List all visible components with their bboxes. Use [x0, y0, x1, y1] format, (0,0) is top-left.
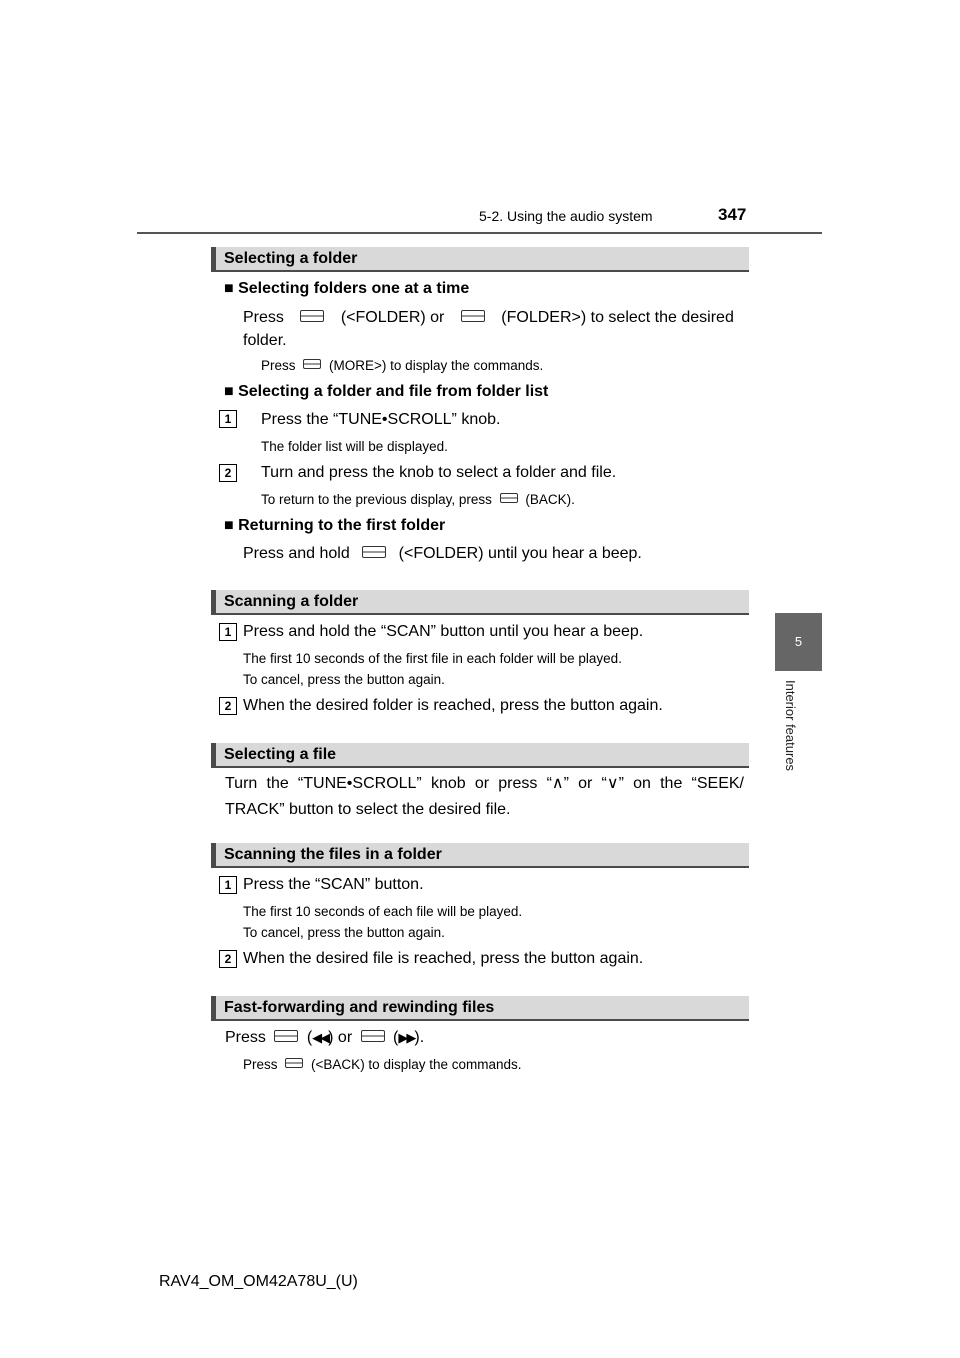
- paragraph-select-file: Turn the “TUNE•SCROLL” knob or press “∧”…: [225, 773, 744, 821]
- text-paren-close: ).: [414, 1029, 425, 1046]
- page-number: 347: [718, 205, 747, 224]
- note-text: (MORE>) to display the commands.: [329, 358, 544, 373]
- paragraph-folder-buttons: Press (<FOLDER) or (FOLDER>) to select t…: [243, 307, 745, 329]
- step-text: When the desired file is reached, press …: [243, 950, 644, 967]
- step-text: Press and hold the “SCAN” button until y…: [243, 623, 644, 640]
- subheading-text: Returning to the first folder: [238, 517, 446, 534]
- step-number: 2: [219, 464, 237, 482]
- paragraph-fast-forward: Press (◀◀) or (▶▶).: [225, 1027, 424, 1049]
- section-heading-scanning-folder: Scanning a folder: [211, 590, 749, 615]
- text-folder-beep: (<FOLDER) until you hear a beep.: [398, 545, 642, 562]
- note-more: Press (MORE>) to display the commands.: [261, 356, 543, 376]
- subheading-folder-list: ■ Selecting a folder and file from folde…: [224, 383, 549, 400]
- button-icon: [499, 493, 518, 504]
- note-text: Press: [243, 1057, 278, 1072]
- button-icon: [285, 1058, 304, 1069]
- chapter-tab: 5: [775, 613, 822, 671]
- button-icon: [303, 359, 322, 370]
- note-back: Press (<BACK) to display the commands.: [243, 1055, 522, 1075]
- fast-forward-icon: ▶▶: [398, 1030, 416, 1045]
- button-icon: [460, 309, 485, 322]
- chapter-label: Interior features: [783, 680, 798, 772]
- step-number: 1: [219, 876, 237, 894]
- step-number: 1: [219, 410, 237, 428]
- section-heading-selecting-folder: Selecting a folder: [211, 247, 749, 272]
- note-text: Press: [261, 358, 296, 373]
- button-icon: [274, 1029, 299, 1042]
- header-rule: [137, 232, 822, 234]
- text-folder-next: (FOLDER>) to select the desired: [501, 309, 734, 326]
- step-note: The first 10 seconds of each file will b…: [243, 904, 523, 919]
- step-text: Press the “TUNE•SCROLL” knob.: [261, 411, 501, 428]
- text-paren: (: [306, 1029, 313, 1046]
- subheading-text: Selecting a folder and file from folder …: [238, 383, 549, 400]
- subheading-text: Selecting folders one at a time: [238, 280, 470, 297]
- step-note: The folder list will be displayed.: [261, 439, 448, 454]
- note-text: To return to the previous display, press: [261, 492, 492, 507]
- text-press-hold: Press and hold: [243, 545, 350, 562]
- subheading-folders-one-at-a-time: ■ Selecting folders one at a time: [224, 280, 470, 297]
- text-line: TRACK” button to select the desired file…: [225, 801, 511, 818]
- text-folder-prev: (<FOLDER) or: [340, 309, 445, 326]
- section-heading-selecting-file: Selecting a file: [211, 743, 749, 768]
- step-text: When the desired folder is reached, pres…: [243, 697, 663, 714]
- step-number: 2: [219, 697, 237, 715]
- paragraph-hold-folder: Press and hold (<FOLDER) until you hear …: [243, 543, 642, 565]
- step-note: To cancel, press the button again.: [243, 925, 445, 940]
- section-heading-fast-forward: Fast-forwarding and rewinding files: [211, 996, 749, 1021]
- text-paren: (: [393, 1029, 399, 1046]
- text-or: ) or: [328, 1029, 353, 1046]
- rewind-icon: ◀◀: [312, 1030, 330, 1045]
- step-number: 2: [219, 950, 237, 968]
- text-press: Press: [225, 1029, 266, 1046]
- step-note: To cancel, press the button again.: [243, 672, 445, 687]
- text-press: Press: [243, 309, 284, 326]
- step-text: Press the “SCAN” button.: [243, 876, 424, 893]
- note-text: (BACK).: [525, 492, 575, 507]
- step-note: The first 10 seconds of the first file i…: [243, 651, 622, 666]
- section-heading-scanning-files: Scanning the files in a folder: [211, 843, 749, 868]
- button-icon: [300, 309, 325, 322]
- step-number: 1: [219, 623, 237, 641]
- text-line: Turn the “TUNE•SCROLL” knob or press “∧”…: [225, 775, 744, 792]
- button-icon: [360, 1029, 385, 1042]
- note-text: (<BACK) to display the commands.: [311, 1057, 522, 1072]
- step-note-back: To return to the previous display, press…: [261, 490, 575, 510]
- button-icon: [362, 545, 387, 558]
- header-section-title: 5-2. Using the audio system: [479, 208, 653, 224]
- text-folder-end: folder.: [243, 332, 287, 349]
- subheading-first-folder: ■ Returning to the first folder: [224, 517, 446, 534]
- step-text: Turn and press the knob to select a fold…: [261, 464, 617, 481]
- footer-doc-id: RAV4_OM_OM42A78U_(U): [159, 1273, 358, 1290]
